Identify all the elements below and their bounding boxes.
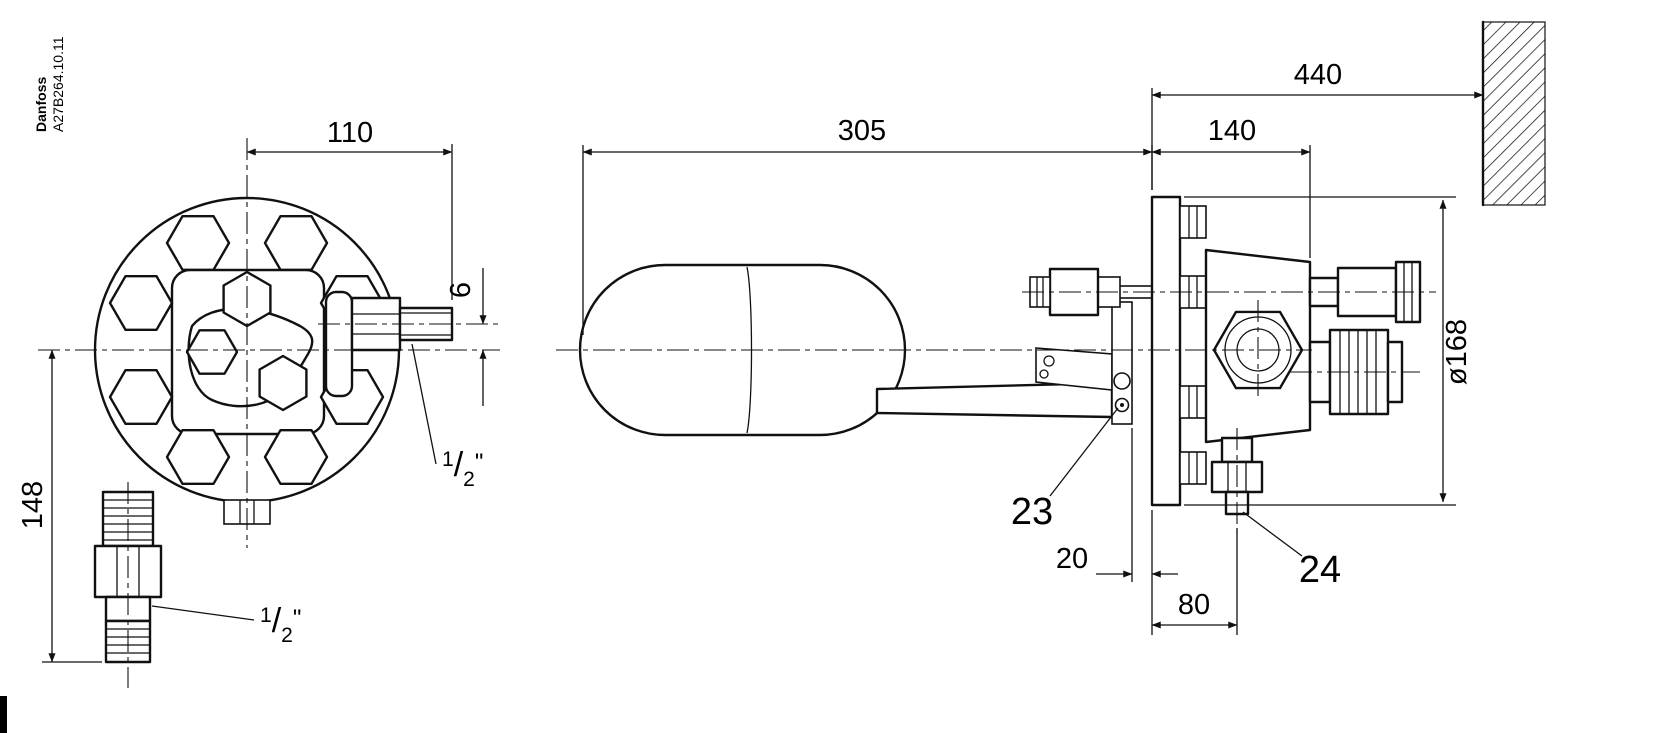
page-edge-artifact	[0, 696, 7, 733]
mounting-wall	[1481, 20, 1546, 207]
dim-110-label: 110	[327, 117, 373, 149]
front-view-centerlines	[38, 138, 500, 688]
float-body	[578, 263, 907, 437]
front-view: 110 6 148 1/2" 1/2"	[17, 117, 500, 688]
dim-440-label: 440	[1294, 59, 1342, 91]
thread-callout-top: 1/2"	[411, 343, 483, 491]
thread-callout-top-label: 1/2"	[442, 446, 483, 491]
float-arm	[875, 381, 1114, 419]
lever-assembly	[1035, 301, 1133, 425]
callout-24-label: 24	[1299, 549, 1341, 591]
dim-80: 80	[1151, 528, 1238, 635]
mounting-flange	[1150, 195, 1182, 507]
gland-assembly	[1029, 267, 1153, 317]
drawing-number-label: A27B264.10.11	[50, 36, 66, 132]
callout-23-label: 23	[1011, 491, 1053, 533]
dim-140: 140	[1151, 115, 1311, 258]
dim-148: 148	[17, 349, 102, 663]
dim-20-label: 20	[1056, 543, 1088, 575]
dim-168: ø168	[1184, 196, 1473, 506]
lever-link	[1111, 301, 1133, 425]
callout-23: 23	[1011, 407, 1119, 533]
dim-140-label: 140	[1208, 115, 1256, 147]
dim-168-label: ø168	[1441, 319, 1473, 385]
side-connection	[324, 290, 454, 398]
dim-20: 20	[1056, 428, 1178, 582]
dim-6-label: 6	[445, 282, 477, 298]
dim-80-label: 80	[1178, 589, 1210, 621]
side-view: 440 305 140 ø168 20	[556, 20, 1546, 635]
brand-label: Danfoss	[33, 77, 49, 132]
dim-305-label: 305	[838, 115, 886, 147]
pivot-pin	[1113, 372, 1131, 390]
dim-305: 305	[582, 115, 1153, 335]
side-view-centerlines	[556, 291, 1436, 536]
flange-bolts-side	[1179, 205, 1207, 485]
dim-6: 6	[445, 268, 487, 406]
title-block: Danfoss A27B264.10.11	[33, 36, 66, 132]
dim-148-label: 148	[17, 481, 49, 529]
dim-110: 110	[246, 117, 453, 300]
dim-440: 440	[1151, 59, 1484, 190]
thread-callout-bottom: 1/2"	[151, 602, 301, 647]
thread-callout-bottom-label: 1/2"	[260, 602, 301, 647]
callout-24: 24	[1242, 511, 1341, 591]
